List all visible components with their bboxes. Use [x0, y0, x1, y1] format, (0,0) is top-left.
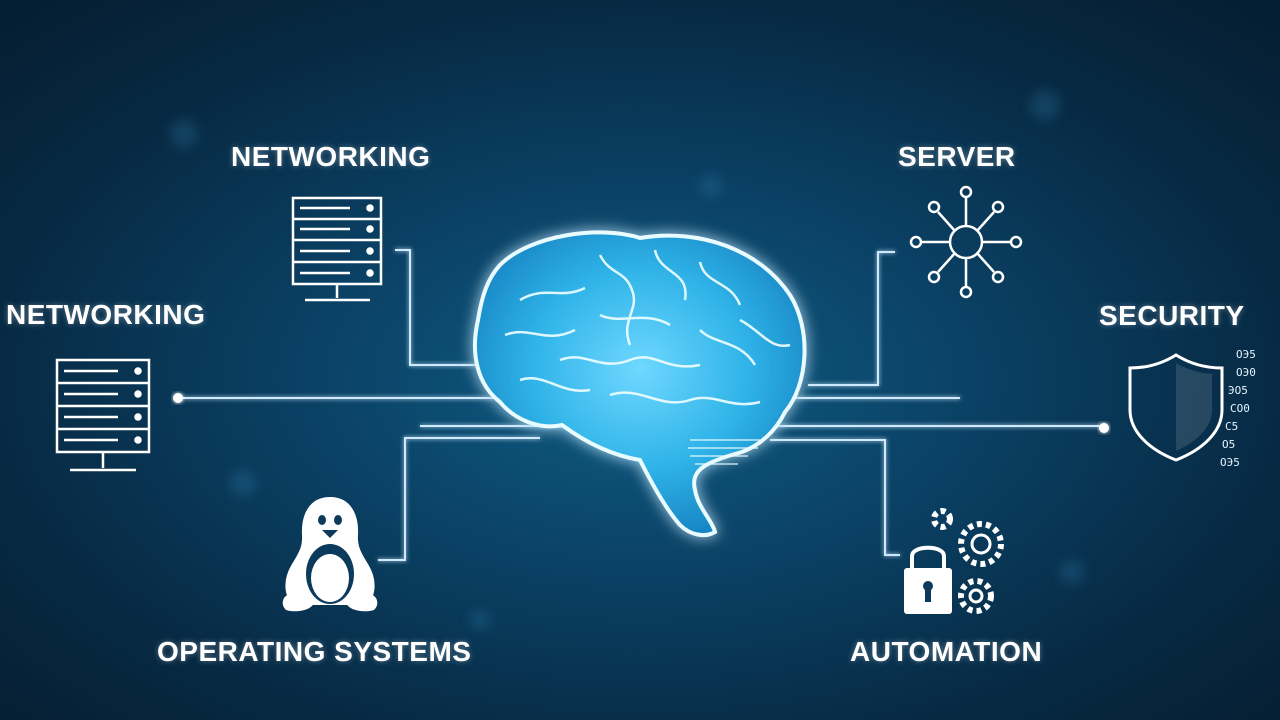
label-networking-left: NETWORKING: [6, 299, 206, 330]
security-code-line: OЭ5: [1220, 456, 1240, 469]
security-code-line: C5: [1225, 420, 1239, 433]
security-code-line: CO0: [1230, 402, 1250, 415]
bokeh-dot: [170, 120, 198, 148]
bokeh-dot: [230, 470, 256, 496]
security-code-line: O5: [1222, 438, 1236, 451]
bokeh-dot: [700, 175, 722, 197]
security-code-line: OЭ5: [1236, 348, 1256, 361]
server-rack-icon: [291, 196, 383, 302]
node-dot-left: [173, 393, 183, 403]
security-code-line: OЭ0: [1236, 366, 1256, 379]
network-hub-icon: [909, 185, 1023, 299]
bokeh-dot: [1060, 560, 1084, 584]
server-rack-icon: [55, 358, 151, 472]
bokeh-dot: [1030, 90, 1060, 120]
label-operating-systems: OPERATING SYSTEMS: [157, 636, 472, 667]
lock-gears-icon: [904, 508, 1004, 614]
security-code-line: ЭO5: [1228, 384, 1248, 397]
shield-icon: [1128, 353, 1224, 462]
connector-operating-systems: [378, 437, 540, 561]
connector-networking-top: [395, 249, 478, 366]
label-security: SECURITY: [1099, 300, 1245, 331]
label-networking-top: NETWORKING: [231, 141, 431, 172]
linux-penguin-icon: [282, 496, 378, 612]
label-automation: AUTOMATION: [850, 636, 1043, 667]
node-dot-right: [1099, 423, 1109, 433]
label-server: SERVER: [898, 141, 1016, 172]
bokeh-dot: [470, 610, 490, 630]
connector-automation: [770, 439, 900, 556]
brain-icon: [473, 230, 807, 538]
connector-server: [808, 251, 895, 386]
